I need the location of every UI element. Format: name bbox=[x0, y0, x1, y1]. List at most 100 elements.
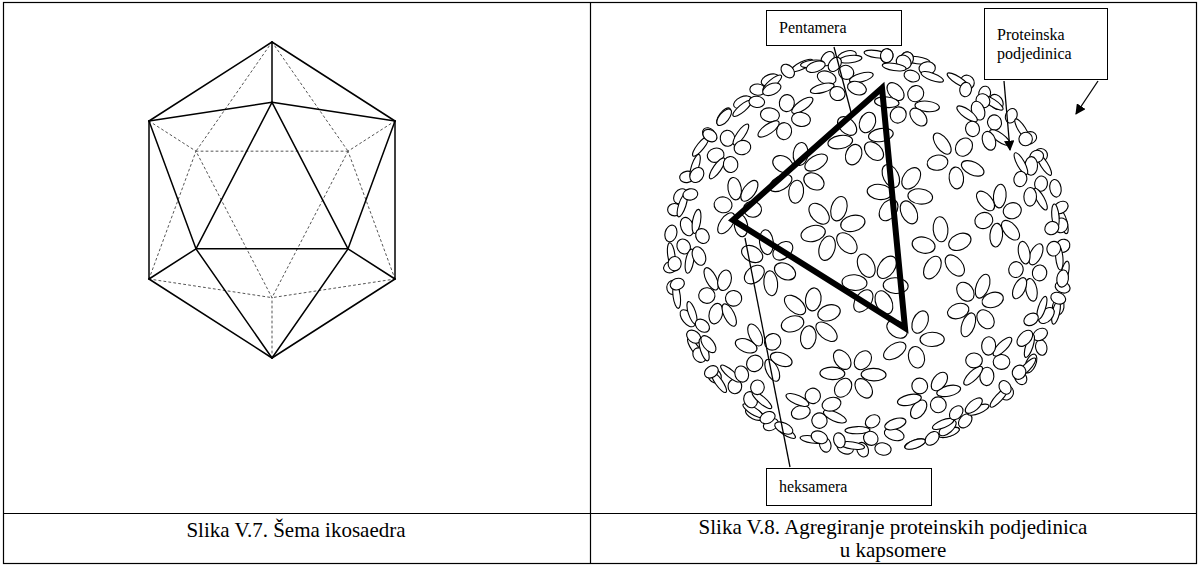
protein-subunit bbox=[801, 169, 827, 193]
icosahedron-edge bbox=[196, 248, 348, 250]
protein-subunit bbox=[716, 269, 734, 293]
protein-subunit bbox=[955, 103, 980, 124]
hidden-edge bbox=[149, 121, 196, 151]
protein-subunit bbox=[986, 113, 1004, 132]
protein-subunit bbox=[812, 318, 840, 345]
icosahedron-edge bbox=[149, 249, 196, 279]
protein-subunit bbox=[1010, 275, 1030, 300]
icosahedron-edge bbox=[149, 102, 272, 121]
protein-subunit bbox=[771, 259, 798, 283]
protein-subunit bbox=[867, 126, 894, 143]
protein-subunit bbox=[882, 62, 907, 73]
protein-subunit bbox=[897, 198, 922, 227]
protein-subunit bbox=[839, 213, 867, 234]
protein-subunit bbox=[1049, 290, 1067, 306]
hidden-edge bbox=[149, 151, 196, 279]
protein-subunit bbox=[981, 336, 996, 355]
protein-subunit bbox=[791, 111, 812, 128]
icosahedron-edge bbox=[272, 102, 395, 121]
protein-subunit bbox=[854, 251, 879, 280]
protein-subunit bbox=[714, 106, 734, 128]
protein-subunit bbox=[732, 139, 752, 157]
icosahedron-edge bbox=[148, 121, 150, 279]
protein-subunit bbox=[1016, 240, 1031, 265]
icosahedron-edge bbox=[272, 102, 348, 248]
protein-subunit bbox=[1024, 187, 1037, 206]
protein-subunit bbox=[932, 216, 949, 242]
protein-subunit bbox=[896, 392, 922, 408]
hidden-edge bbox=[272, 151, 348, 297]
hidden-edge bbox=[272, 279, 395, 298]
protein-subunit bbox=[941, 251, 968, 279]
hidden-edge bbox=[196, 151, 272, 297]
protein-subunit bbox=[845, 426, 870, 434]
protein-subunit bbox=[997, 378, 1014, 396]
protein-subunit bbox=[898, 164, 925, 192]
protein-subunit bbox=[805, 199, 833, 228]
protein-subunit bbox=[1014, 327, 1036, 349]
protein-subunit bbox=[1012, 170, 1028, 188]
protein-subunit bbox=[973, 188, 998, 214]
protein-subunit bbox=[958, 81, 972, 97]
hidden-edge bbox=[348, 121, 395, 151]
protein-subunit bbox=[830, 347, 855, 373]
protein-subunit bbox=[920, 332, 944, 347]
protein-subunit bbox=[832, 431, 847, 449]
protein-subunit bbox=[842, 142, 865, 168]
protein-subunit bbox=[920, 69, 945, 84]
protein-subunit bbox=[952, 135, 976, 160]
protein-subunit bbox=[930, 130, 955, 157]
hidden-edge bbox=[348, 151, 395, 279]
icosahedron-edge bbox=[348, 121, 395, 249]
protein-subunit bbox=[833, 229, 861, 258]
protein-subunit bbox=[1048, 179, 1062, 198]
protein-subunit bbox=[690, 245, 709, 267]
protein-subunit bbox=[980, 130, 999, 153]
hidden-edge bbox=[196, 151, 348, 152]
protein-subunit bbox=[909, 375, 931, 397]
protein-subunit bbox=[863, 412, 883, 431]
icosahedron-edge bbox=[196, 102, 272, 248]
protein-subunit bbox=[883, 277, 909, 295]
table-divider bbox=[4, 513, 1197, 514]
protein-subunit bbox=[713, 196, 733, 214]
icosahedron-edge bbox=[149, 279, 272, 358]
protein-subunit bbox=[803, 386, 822, 405]
protein-subunit bbox=[761, 330, 784, 353]
leader-line bbox=[1004, 81, 1010, 150]
protein-subunit bbox=[953, 279, 978, 305]
protein-subunit bbox=[804, 287, 822, 312]
protein-subunit bbox=[903, 437, 926, 451]
protein-subunit bbox=[687, 165, 707, 186]
protein-subunit bbox=[904, 437, 927, 452]
hidden-edge bbox=[149, 279, 272, 298]
icosahedron-drawing bbox=[149, 42, 395, 358]
callout-box: Proteinska podjedinica bbox=[984, 8, 1108, 80]
hidden-edge bbox=[196, 42, 272, 151]
protein-subunit bbox=[1016, 129, 1035, 148]
protein-subunit bbox=[787, 179, 804, 204]
callout-box: heksamera bbox=[766, 468, 932, 506]
icosahedron-edge bbox=[196, 249, 272, 358]
protein-subunit bbox=[880, 48, 894, 63]
protein-subunit bbox=[682, 188, 699, 202]
protein-subunit bbox=[1034, 339, 1048, 357]
protein-subunit bbox=[725, 290, 743, 307]
protein-subunit bbox=[928, 369, 951, 394]
protein-subunit bbox=[821, 395, 843, 413]
protein-subunit bbox=[903, 68, 922, 84]
icosahedron-edge bbox=[348, 249, 395, 279]
protein-subunit bbox=[1022, 311, 1041, 329]
protein-subunit bbox=[669, 276, 687, 292]
leader-line bbox=[745, 238, 790, 467]
protein-subunit bbox=[722, 156, 738, 174]
protein-subunit bbox=[947, 403, 966, 422]
figure-caption: Slika V.8. Agregiranje proteinskih podje… bbox=[698, 516, 1088, 562]
protein-subunit bbox=[883, 416, 907, 433]
protein-subunit bbox=[881, 338, 909, 363]
protein-subunit bbox=[861, 368, 886, 381]
table-border bbox=[4, 3, 1197, 564]
protein-subunit bbox=[875, 196, 902, 224]
protein-subunit bbox=[816, 302, 843, 324]
protein-subunit bbox=[948, 166, 965, 189]
